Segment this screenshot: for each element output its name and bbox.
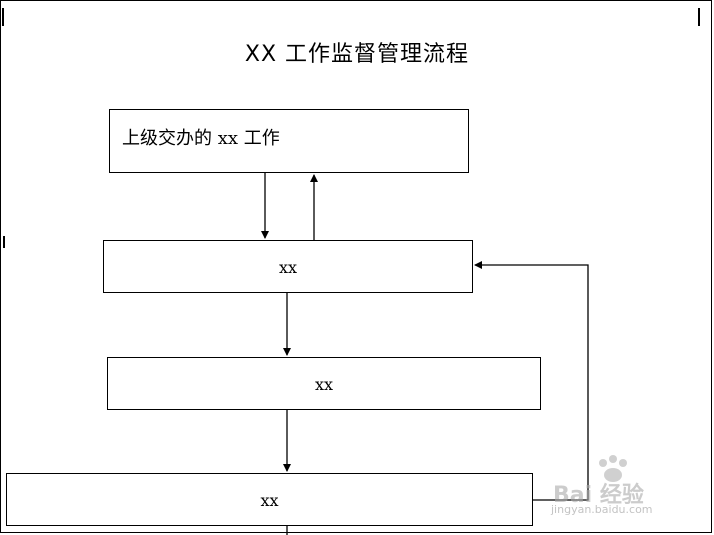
watermark-url: jingyan.baidu.com <box>551 503 653 516</box>
edge-n4-to-n2-feedback <box>474 261 589 501</box>
baidu-jingyan-watermark: Bai 经验 jingyan.baidu.com <box>545 455 705 525</box>
paw-logo-icon <box>599 455 627 482</box>
flow-node-2: xx <box>103 240 473 293</box>
watermark-brand: Bai 经验 <box>553 483 644 508</box>
flow-node-2-label: xx <box>278 258 298 277</box>
text-cursor <box>3 236 5 248</box>
corner-mark-right <box>698 8 700 26</box>
diagram-title: XX 工作监督管理流程 <box>244 42 470 67</box>
flow-node-4-label: xx <box>260 491 279 510</box>
corner-mark-left <box>2 8 4 26</box>
flow-node-3: xx <box>107 357 541 410</box>
flow-node-3-label: xx <box>314 375 334 394</box>
flow-node-top-label: 上级交办的 xx 工作 <box>122 128 280 149</box>
flow-node-top: 上级交办的 xx 工作 <box>109 109 469 173</box>
flow-node-4: xx <box>6 473 533 526</box>
